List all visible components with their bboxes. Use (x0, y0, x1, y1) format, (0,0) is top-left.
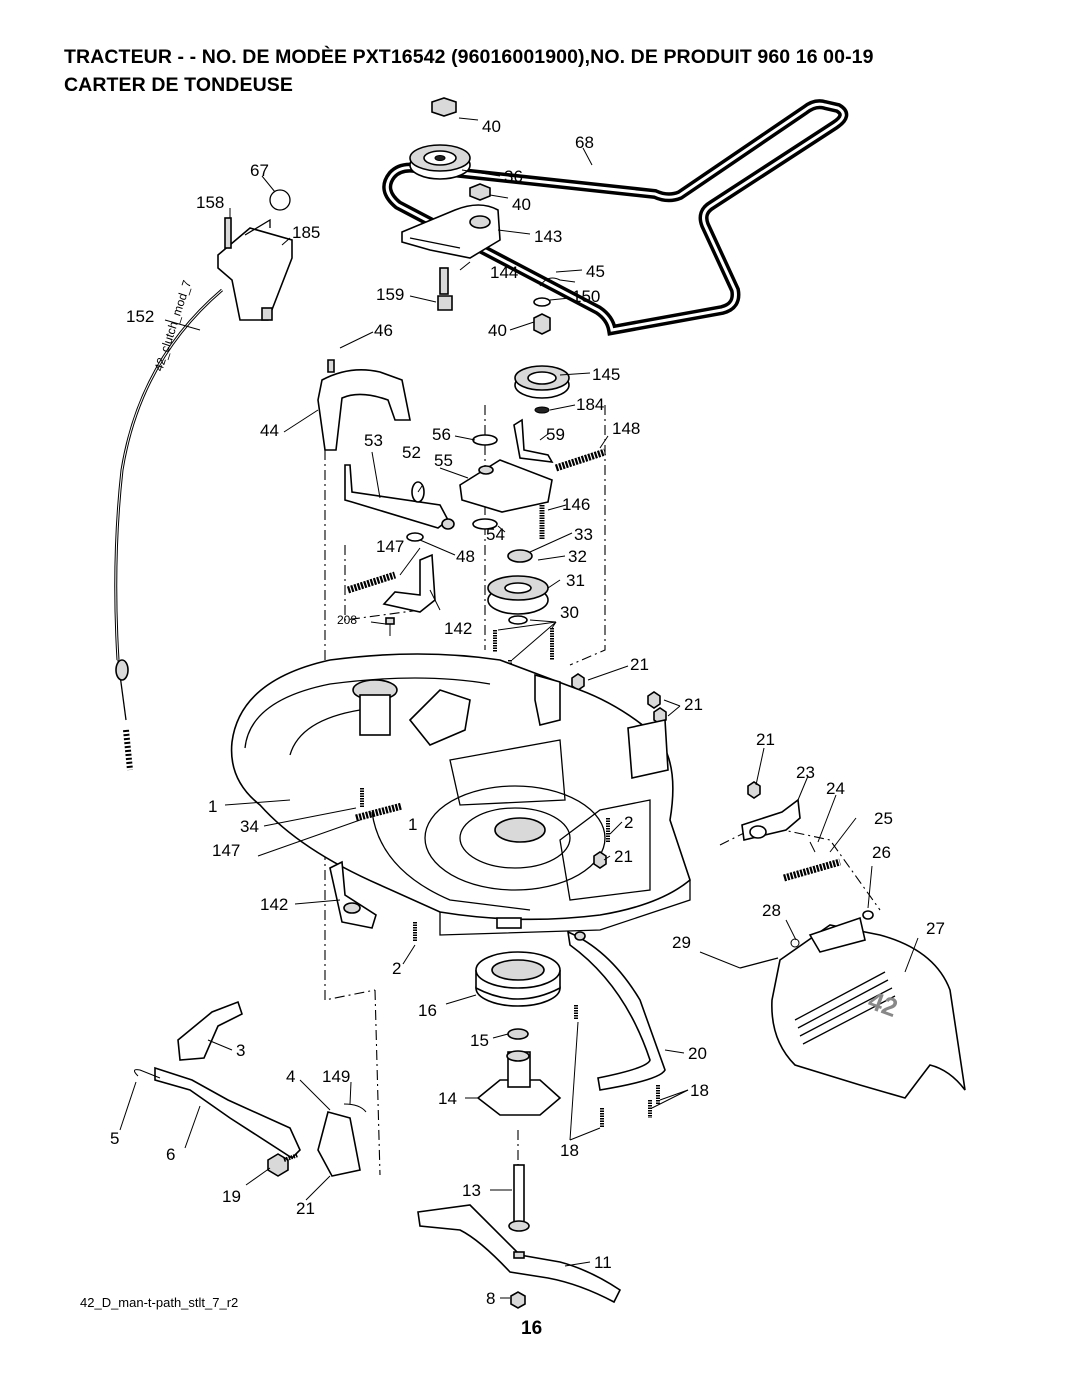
callout-40-c: 40 (488, 321, 507, 340)
callout-53: 53 (364, 431, 383, 450)
callout-6: 6 (166, 1145, 175, 1164)
bracket-142-upper (382, 553, 436, 613)
callout-2: 2 (624, 813, 633, 832)
spring-148 (554, 448, 607, 472)
callout-147: 147 (376, 537, 404, 556)
discharge-chute: 42 (739, 916, 966, 1099)
callout-52: 52 (402, 443, 421, 462)
idler-pulley-right (514, 277, 576, 414)
center-plate (459, 418, 554, 530)
spindle-shaft (508, 1164, 530, 1232)
diagram-subtitle: CARTER DE TONDEUSE (64, 74, 293, 96)
lift-link (134, 1000, 367, 1177)
spring-147-upper (346, 571, 397, 594)
page-number: 16 (521, 1318, 543, 1339)
callout-31: 31 (566, 571, 585, 590)
callout-19: 19 (222, 1187, 241, 1206)
callout-21: 21 (630, 655, 649, 674)
callout-11: 11 (594, 1253, 612, 1272)
callout-4: 4 (286, 1067, 295, 1086)
callout-148: 148 (612, 419, 640, 438)
callout-144: 144 (490, 263, 518, 282)
callout-24: 24 (826, 779, 845, 798)
callout-3: 3 (236, 1041, 245, 1060)
leader-lines (119, 117, 919, 1299)
callout-208: 208 (337, 613, 357, 627)
callout-46: 46 (374, 321, 393, 340)
callout-33: 33 (574, 525, 593, 544)
deck-mark-1: 1 (408, 815, 417, 834)
callout-145: 145 (592, 365, 620, 384)
callout-158: 158 (196, 193, 224, 212)
knob-ball (269, 189, 291, 211)
diagram-title: TRACTEUR - - NO. DE MODÈE PXT16542 (9601… (64, 46, 874, 68)
callout-15: 15 (470, 1031, 489, 1050)
spring-34 (355, 802, 403, 822)
callout-34: 34 (240, 817, 259, 836)
callout-5: 5 (110, 1129, 119, 1148)
callout-56: 56 (432, 425, 451, 444)
clutch-bracket (217, 217, 293, 321)
callout-48: 48 (456, 547, 475, 566)
callout-68: 68 (575, 133, 594, 152)
callout-21-b: 21 (684, 695, 703, 714)
callout-143: 143 (534, 227, 562, 246)
callout-27: 27 (926, 919, 945, 938)
callout-150: 150 (572, 287, 600, 306)
callout-25: 25 (874, 809, 893, 828)
spindle-assembly (475, 951, 562, 1116)
callout-23: 23 (796, 763, 815, 782)
callout-28: 28 (762, 901, 781, 920)
callout-21-c: 21 (756, 730, 775, 749)
drive-pulley (487, 549, 549, 625)
callout-1: 1 (208, 797, 217, 816)
idler-bracket (401, 204, 501, 311)
callout-14: 14 (438, 1089, 457, 1108)
callout-185: 185 (292, 223, 320, 242)
callout-20: 20 (688, 1044, 707, 1063)
callout-21-e: 21 (296, 1199, 315, 1218)
callout-44: 44 (260, 421, 279, 440)
mower-blade (417, 1204, 622, 1304)
callout-13: 13 (462, 1181, 481, 1200)
bracket-142-lower (329, 860, 377, 929)
callout-149: 149 (322, 1067, 350, 1086)
callout-54: 54 (486, 525, 505, 544)
callout-29: 29 (672, 933, 691, 952)
callout-142: 142 (444, 619, 472, 638)
callout-30: 30 (560, 603, 579, 622)
callout-146: 146 (562, 495, 590, 514)
callout-18-b: 18 (560, 1141, 579, 1160)
callout-159: 159 (376, 285, 404, 304)
callout-152: 152 (126, 307, 154, 326)
callout-40-b: 40 (512, 195, 531, 214)
idler-pulley-top (409, 97, 491, 201)
callout-18: 18 (690, 1081, 709, 1100)
drawing-id: 42_D_man-t-path_stlt_7_r2 (80, 1295, 239, 1310)
callout-184: 184 (576, 395, 604, 414)
callout-55: 55 (434, 451, 453, 470)
callout-59: 59 (546, 425, 565, 444)
callout-32: 32 (568, 547, 587, 566)
callout-142-b: 142 (260, 895, 288, 914)
callout-8: 8 (486, 1289, 495, 1308)
callouts: 40 68 67 36 158 40 185 143 144 45 159 15… (110, 117, 945, 1308)
callout-2-b: 2 (392, 959, 401, 978)
belt-guard (317, 359, 411, 451)
callout-45: 45 (586, 262, 605, 281)
callout-36: 36 (504, 167, 523, 186)
callout-26: 26 (872, 843, 891, 862)
idler-arm (344, 464, 455, 542)
callout-147-b: 147 (212, 841, 240, 860)
callout-67: 67 (250, 161, 269, 180)
right-hinge-bracket (741, 781, 874, 920)
callout-16: 16 (418, 1001, 437, 1020)
blade-baffle (566, 930, 666, 1091)
callout-40: 40 (482, 117, 501, 136)
callout-21-d: 21 (614, 847, 633, 866)
mower-deck: 1 (230, 653, 691, 936)
